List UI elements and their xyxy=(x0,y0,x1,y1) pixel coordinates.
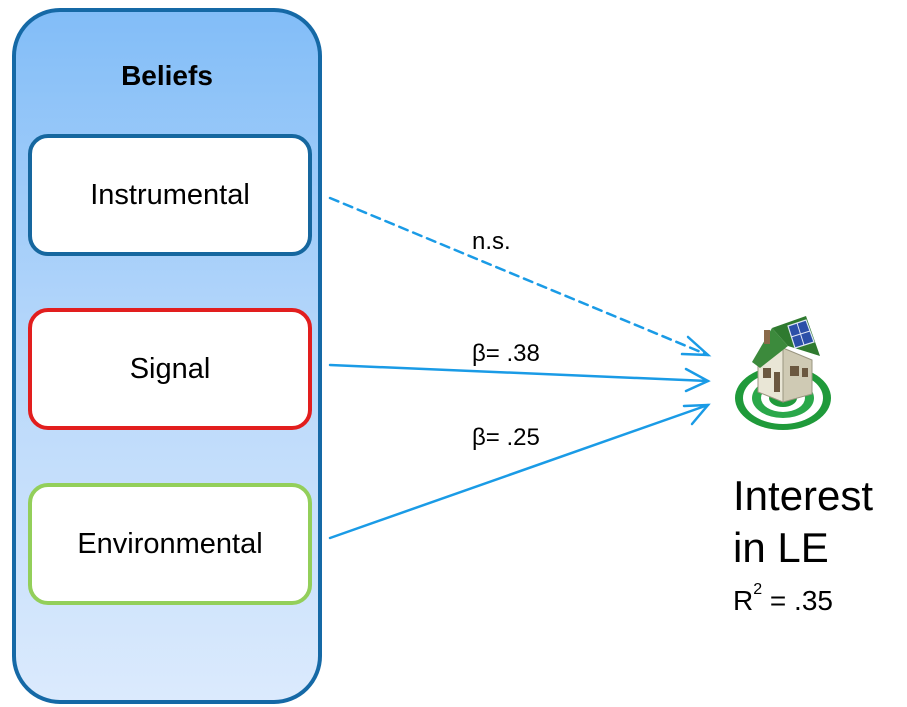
r-squared-symbol: R xyxy=(733,585,754,616)
signal-arrowhead xyxy=(684,367,711,393)
outcome-label-line2: in LE xyxy=(733,524,829,571)
environmental-path-label: β= .25 xyxy=(472,424,540,451)
signal-path-label: β= .38 xyxy=(472,340,540,367)
instrumental-path-arrow xyxy=(328,196,710,357)
environmental-arrowhead xyxy=(682,403,711,426)
signal-path-arrow xyxy=(328,363,710,383)
panel-title: Beliefs xyxy=(121,60,213,91)
outcome-label-line1: Interest xyxy=(733,472,874,519)
outcome-label: Interest in LE xyxy=(733,470,873,574)
instrumental-arrowhead xyxy=(680,335,712,357)
r-squared: R2 = .35 xyxy=(733,581,833,617)
environmental-box: Environmental xyxy=(28,483,312,605)
house-on-target-icon xyxy=(735,316,831,430)
instrumental-box: Instrumental xyxy=(28,134,312,256)
signal-label: Signal xyxy=(129,352,211,385)
environmental-path-arrow xyxy=(328,403,710,540)
instrumental-path-label: n.s. xyxy=(472,228,511,255)
signal-box: Signal xyxy=(28,308,312,430)
environmental-label: Environmental xyxy=(77,527,263,560)
r-squared-value: = .35 xyxy=(762,585,833,616)
instrumental-label: Instrumental xyxy=(90,178,250,211)
r-squared-exponent: 2 xyxy=(753,581,763,598)
